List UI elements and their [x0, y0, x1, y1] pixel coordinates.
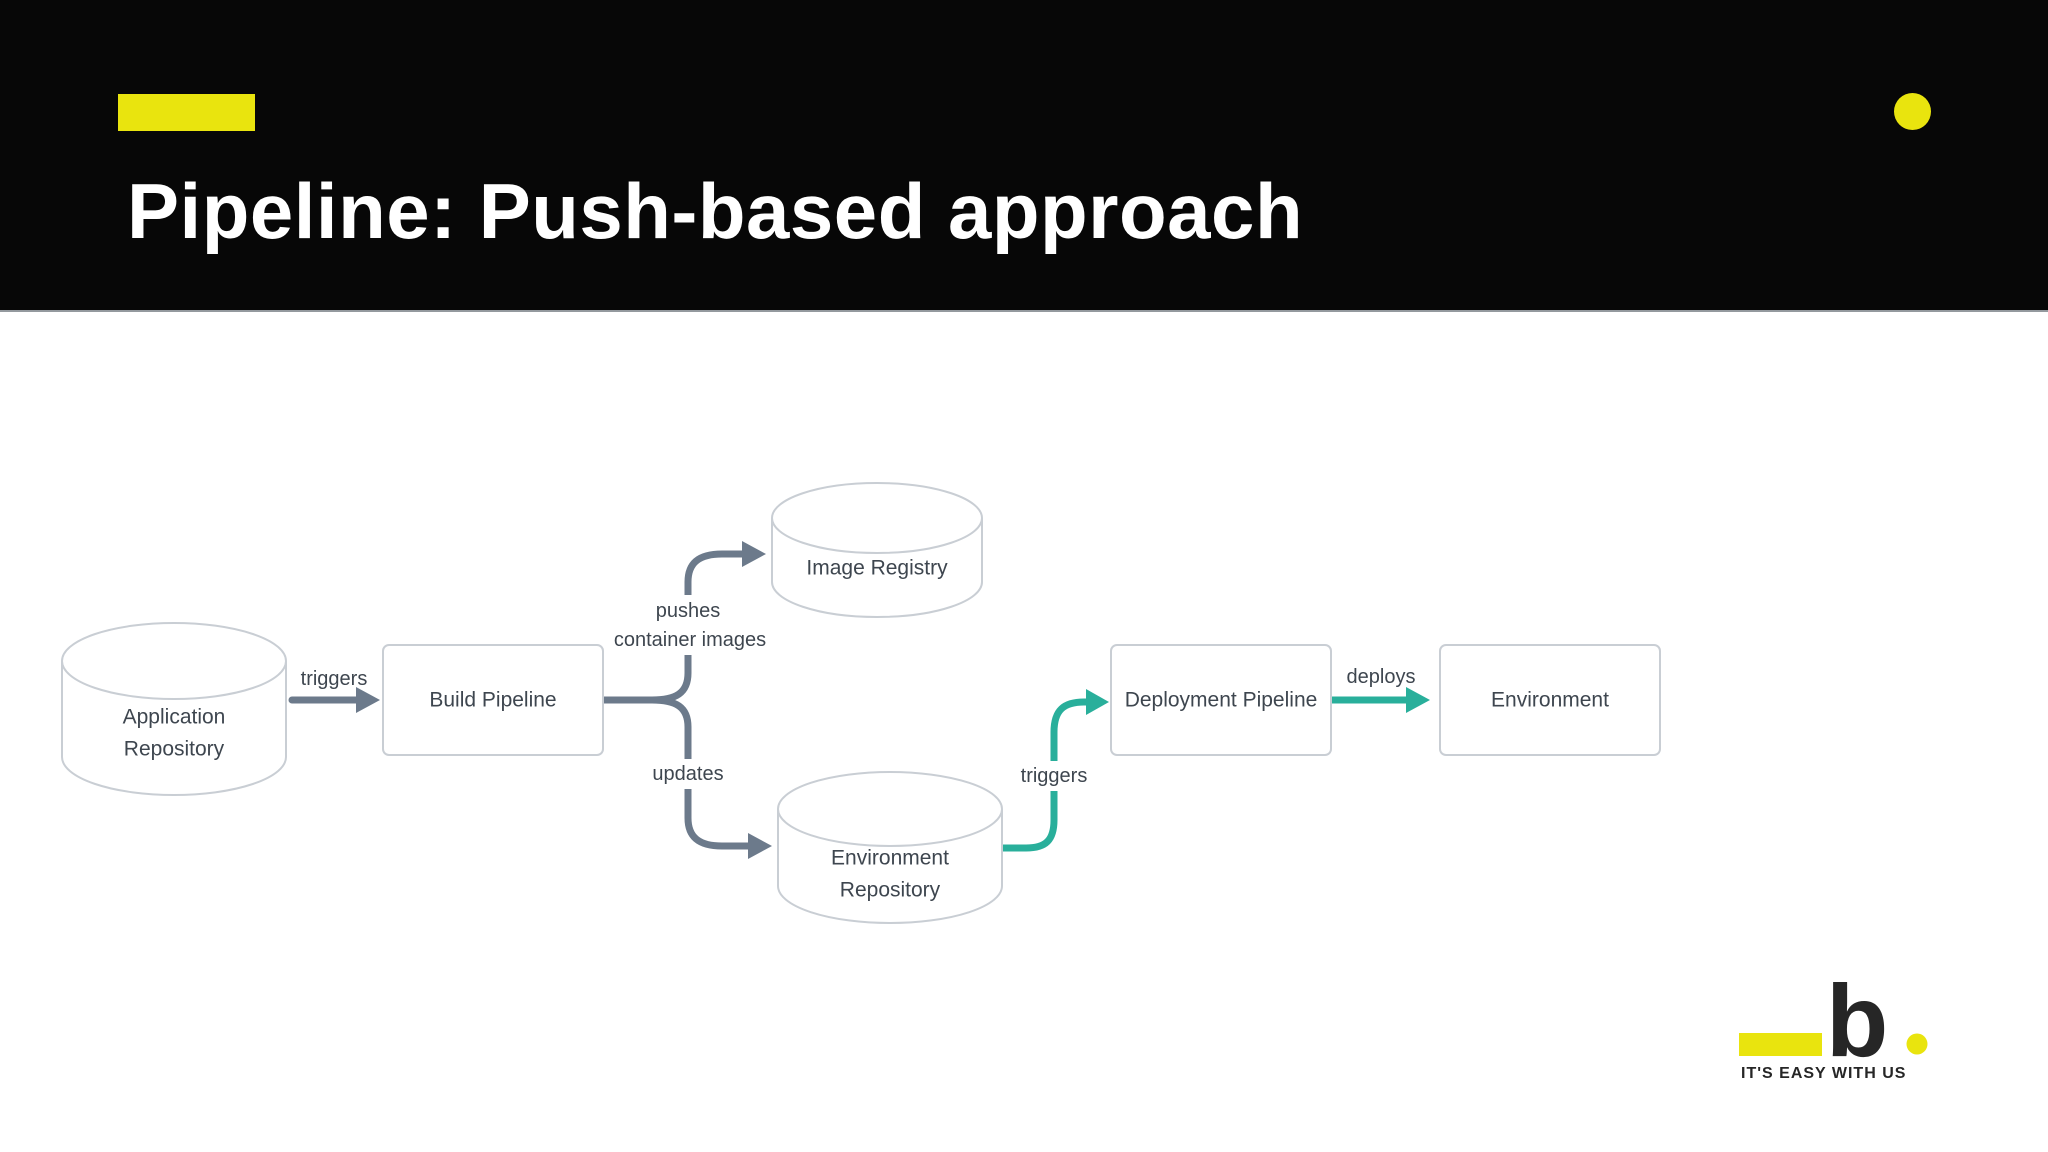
node-label: Repository: [124, 738, 225, 761]
node-image-registry: Image Registry: [771, 482, 983, 618]
node-label: Build Pipeline: [429, 689, 556, 712]
node-label: Image Registry: [806, 557, 948, 580]
arrowhead-icon: [356, 687, 380, 713]
node-box: [1110, 644, 1332, 756]
arrowhead-icon: [748, 833, 772, 859]
cylinder-top: [771, 482, 983, 554]
cylinder-top: [61, 622, 287, 700]
node-environment: Environment: [1439, 644, 1661, 756]
node-box: [1439, 644, 1661, 756]
node-label: Environment: [1491, 689, 1609, 712]
logo-yellow-dot-icon: [1906, 1033, 1928, 1055]
cylinder-top: [777, 771, 1003, 847]
arrowhead-icon: [742, 541, 766, 567]
brand-yellow-dot: [1894, 93, 1931, 130]
label-mask: [644, 595, 732, 628]
arrowhead-icon: [1086, 689, 1109, 715]
edge-label-triggers-2: triggers: [1021, 765, 1088, 787]
slide-title: Pipeline: Push-based approach: [127, 167, 1304, 255]
label-mask: [1013, 761, 1095, 791]
node-label: Repository: [840, 879, 941, 902]
brand-logo: b IT'S EASY WITH US: [1739, 964, 1928, 1082]
node-label: Deployment Pipeline: [1125, 689, 1318, 712]
edge-app-to-build: [288, 687, 380, 713]
brand-yellow-bar: [118, 94, 255, 131]
label-mask: [606, 625, 772, 655]
logo-yellow-bar: [1739, 1033, 1822, 1056]
node-application-repository: Application Repository: [61, 622, 287, 796]
arrowhead-icon: [1406, 687, 1430, 713]
logo-tagline: IT'S EASY WITH US: [1741, 1065, 1906, 1082]
slide-header: Pipeline: Push-based approach: [0, 0, 2048, 312]
edge-label-pushes: pushes: [656, 600, 721, 622]
logo-letter-b: b: [1826, 964, 1888, 1078]
node-environment-repository: Environment Repository: [777, 771, 1003, 924]
node-label: Application: [123, 706, 226, 729]
edge-label-deploys: deploys: [1347, 666, 1416, 688]
edge-deploy-to-environment: [1328, 687, 1430, 713]
label-mask: [644, 759, 732, 789]
node-box: [382, 644, 604, 756]
node-deployment-pipeline: Deployment Pipeline: [1110, 644, 1332, 756]
edge-label-updates: updates: [652, 763, 723, 785]
edge-label-triggers-1: triggers: [301, 668, 368, 690]
node-build-pipeline: Build Pipeline: [382, 644, 604, 756]
edge-label-container-images: container images: [614, 629, 766, 651]
node-label: Environment: [831, 847, 949, 870]
